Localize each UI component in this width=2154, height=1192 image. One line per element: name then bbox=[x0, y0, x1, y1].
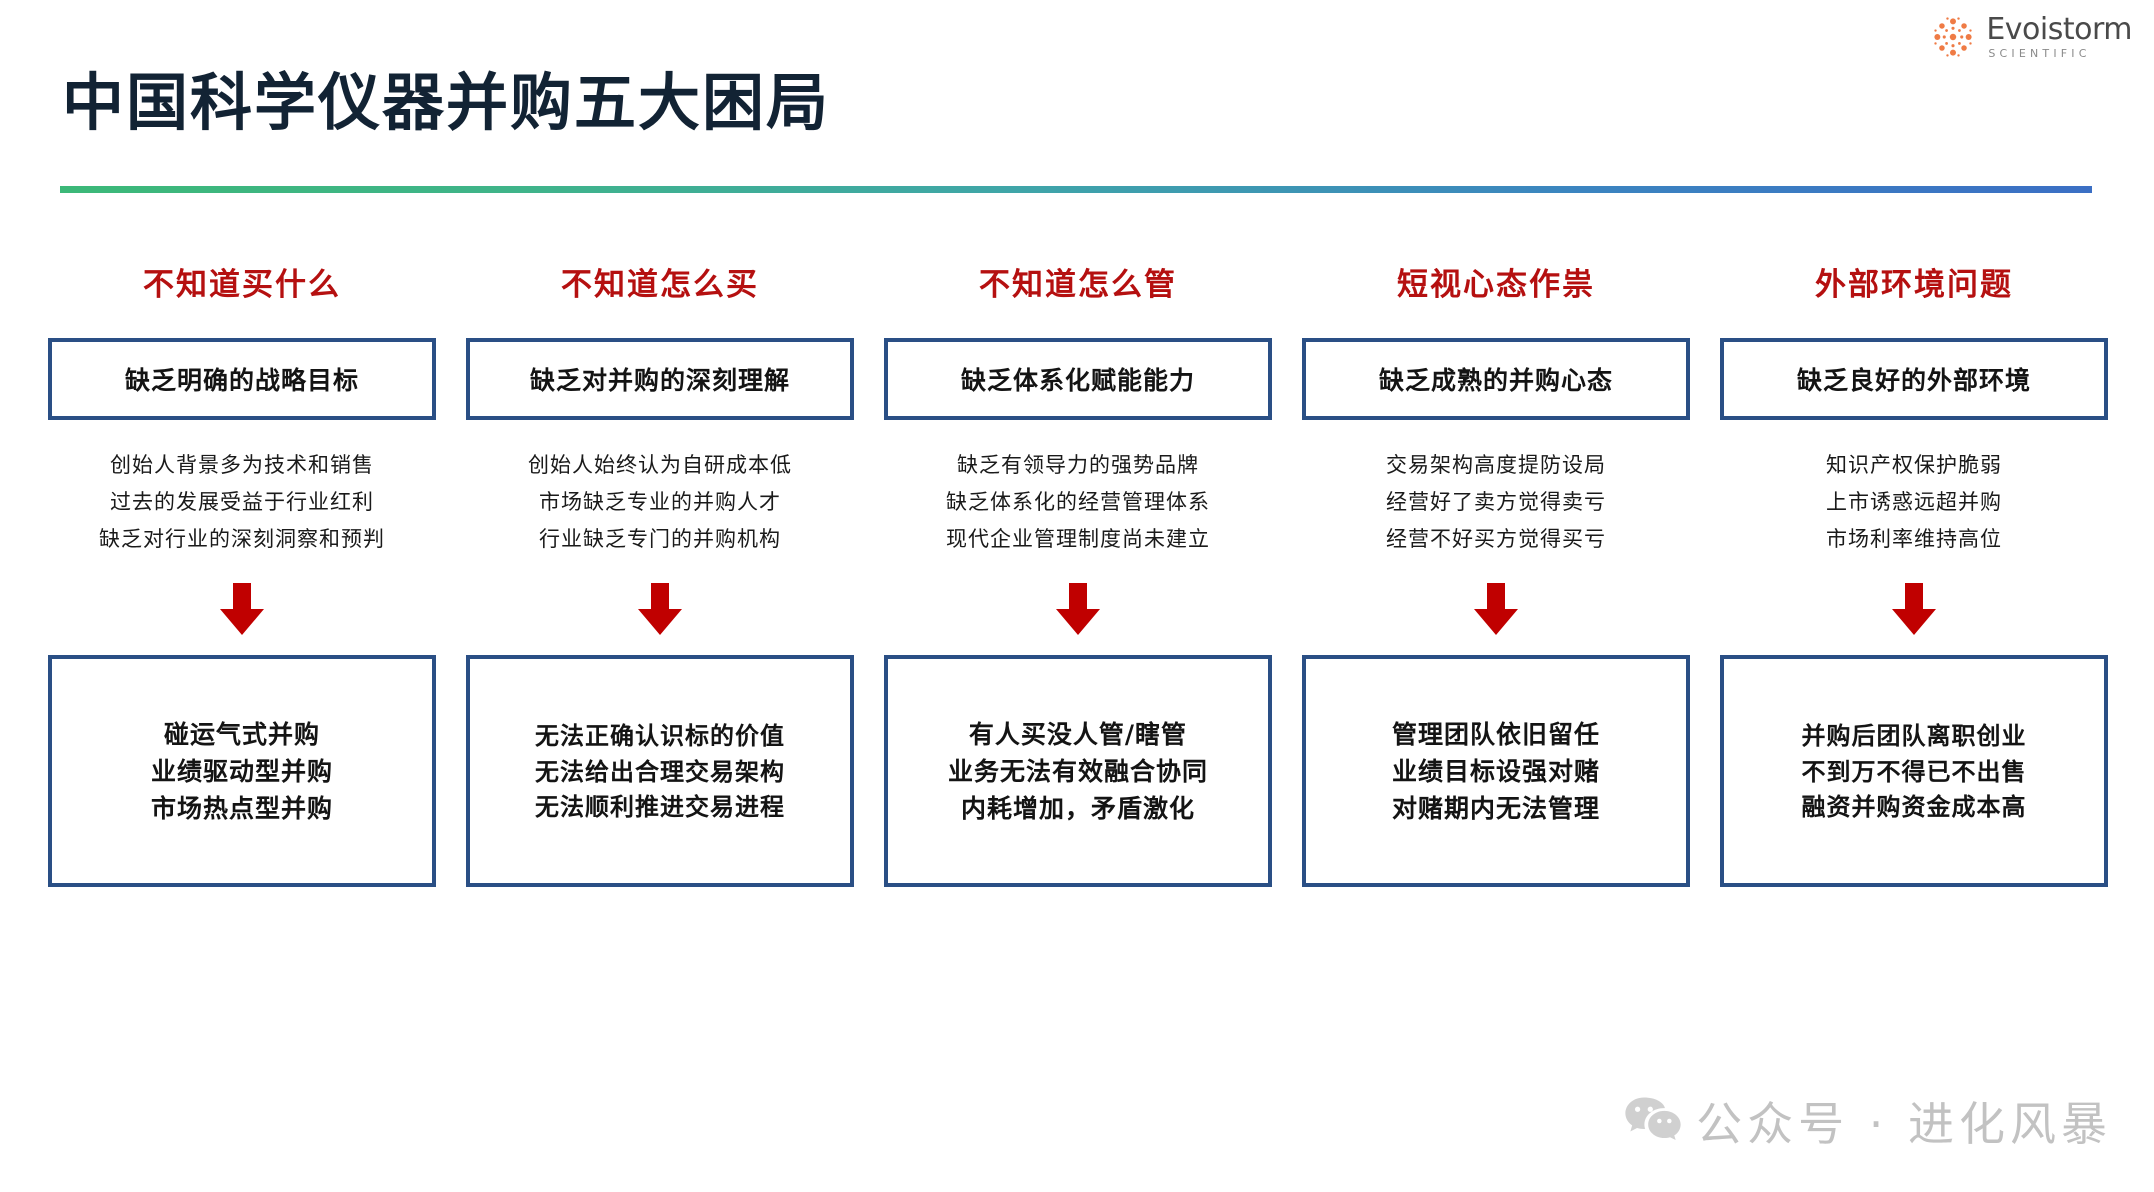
result-line: 有人买没人管/瞎管 bbox=[968, 719, 1188, 749]
detail-list-4: 交易架构高度提防设局 经营好了卖方觉得卖亏 经营不好买方觉得买亏 bbox=[1302, 453, 1690, 552]
watermark-text: 公众号 · 进化风暴 bbox=[1696, 1097, 2112, 1151]
detail-item: 知识产权保护脆弱 bbox=[1826, 453, 2002, 477]
detail-list-3: 缺乏有领导力的强势品牌 缺乏体系化的经营管理体系 现代企业管理制度尚未建立 bbox=[884, 453, 1272, 552]
dilemma-column-3: 不知道怎么管 缺乏体系化赋能能力 缺乏有领导力的强势品牌 缺乏体系化的经营管理体… bbox=[884, 262, 1272, 888]
down-arrow-icon bbox=[1474, 583, 1518, 636]
cause-box-4: 缺乏成熟的并购心态 bbox=[1302, 338, 1690, 420]
result-line: 融资并购资金成本高 bbox=[1801, 792, 2027, 822]
detail-item: 市场缺乏专业的并购人才 bbox=[539, 490, 781, 515]
column-header-5: 外部环境问题 bbox=[1815, 267, 2013, 303]
brand-tagline: SCIENTIFIC bbox=[1988, 47, 2091, 60]
detail-item: 市场利率维持高位 bbox=[1826, 527, 2002, 552]
cause-box-3: 缺乏体系化赋能能力 bbox=[884, 338, 1272, 420]
cause-label-5: 缺乏良好的外部环境 bbox=[1796, 366, 2031, 395]
cause-label-3: 缺乏体系化赋能能力 bbox=[960, 366, 1195, 395]
result-line: 管理团队依旧留任 bbox=[1391, 719, 1600, 749]
cause-box-2: 缺乏对并购的深刻理解 bbox=[466, 338, 854, 420]
wechat-icon bbox=[1625, 1097, 1681, 1141]
detail-list-2: 创始人始终认为自研成本低 市场缺乏专业的并购人才 行业缺乏专门的并购机构 bbox=[466, 453, 854, 552]
down-arrow-icon bbox=[638, 583, 682, 636]
detail-list-1: 创始人背景多为技术和销售 过去的发展受益于行业红利 缺乏对行业的深刻洞察和预判 bbox=[48, 453, 436, 552]
detail-item: 创始人背景多为技术和销售 bbox=[110, 453, 374, 477]
column-header-4: 短视心态作祟 bbox=[1397, 267, 1595, 303]
detail-item: 缺乏对行业的深刻洞察和预判 bbox=[99, 527, 385, 552]
result-line: 并购后团队离职创业 bbox=[1801, 721, 2027, 750]
result-line: 无法正确认识标的价值 bbox=[535, 721, 785, 750]
column-header-1: 不知道买什么 bbox=[143, 267, 341, 303]
detail-item: 经营不好买方觉得买亏 bbox=[1386, 527, 1606, 552]
result-line: 业务无法有效融合协同 bbox=[947, 756, 1208, 786]
cause-label-2: 缺乏对并购的深刻理解 bbox=[529, 366, 790, 395]
cause-label-4: 缺乏成熟的并购心态 bbox=[1378, 366, 1613, 395]
detail-item: 过去的发展受益于行业红利 bbox=[110, 490, 374, 515]
cause-box-1: 缺乏明确的战略目标 bbox=[48, 338, 436, 420]
result-line: 碰运气式并购 bbox=[163, 719, 320, 749]
result-line: 市场热点型并购 bbox=[150, 793, 333, 823]
detail-item: 创始人始终认为自研成本低 bbox=[528, 453, 792, 477]
dilemma-column-5: 外部环境问题 缺乏良好的外部环境 知识产权保护脆弱 上市诱惑远超并购 市场利率维… bbox=[1720, 262, 2108, 888]
brand-name: Evoistorm bbox=[1986, 12, 2132, 47]
evoistorm-burst-icon bbox=[1934, 17, 1972, 57]
detail-item: 交易架构高度提防设局 bbox=[1386, 453, 1606, 477]
result-box-4: 管理团队依旧留任 业绩目标设强对赌 对赌期内无法管理 bbox=[1302, 655, 1690, 888]
result-line: 无法顺利推进交易进程 bbox=[535, 792, 785, 822]
detail-item: 经营好了卖方觉得卖亏 bbox=[1386, 490, 1606, 515]
cause-label-1: 缺乏明确的战略目标 bbox=[124, 366, 359, 395]
result-line: 内耗增加，矛盾激化 bbox=[960, 793, 1195, 823]
dilemma-column-2: 不知道怎么买 缺乏对并购的深刻理解 创始人始终认为自研成本低 市场缺乏专业的并购… bbox=[466, 262, 854, 888]
result-line: 业绩驱动型并购 bbox=[150, 756, 333, 786]
down-arrow-icon bbox=[1892, 583, 1936, 636]
cause-box-5: 缺乏良好的外部环境 bbox=[1720, 338, 2108, 420]
result-line: 对赌期内无法管理 bbox=[1391, 793, 1600, 823]
down-arrow-icon bbox=[220, 583, 264, 636]
detail-list-5: 知识产权保护脆弱 上市诱惑远超并购 市场利率维持高位 bbox=[1720, 453, 2108, 552]
detail-item: 缺乏有领导力的强势品牌 bbox=[957, 453, 1199, 477]
detail-item: 缺乏体系化的经营管理体系 bbox=[946, 490, 1210, 515]
detail-item: 行业缺乏专门的并购机构 bbox=[539, 527, 781, 552]
five-dilemmas-grid: 不知道买什么 缺乏明确的战略目标 创始人背景多为技术和销售 过去的发展受益于行业… bbox=[48, 262, 2108, 888]
brand-logo: Evoistorm SCIENTIFIC bbox=[1930, 14, 2132, 60]
dilemma-column-1: 不知道买什么 缺乏明确的战略目标 创始人背景多为技术和销售 过去的发展受益于行业… bbox=[48, 262, 436, 888]
column-header-2: 不知道怎么买 bbox=[561, 267, 759, 303]
result-line: 业绩目标设强对赌 bbox=[1391, 756, 1600, 786]
page-title: 中国科学仪器并购五大困局 bbox=[62, 66, 831, 139]
detail-item: 现代企业管理制度尚未建立 bbox=[946, 527, 1210, 552]
down-arrow-icon bbox=[1056, 583, 1100, 636]
result-box-5: 并购后团队离职创业 不到万不得已不出售 融资并购资金成本高 bbox=[1720, 655, 2108, 888]
result-line: 无法给出合理交易架构 bbox=[535, 756, 785, 786]
detail-item: 上市诱惑远超并购 bbox=[1826, 490, 2002, 515]
result-box-1: 碰运气式并购 业绩驱动型并购 市场热点型并购 bbox=[48, 655, 436, 888]
result-box-3: 有人买没人管/瞎管 业务无法有效融合协同 内耗增加，矛盾激化 bbox=[884, 655, 1272, 888]
column-header-3: 不知道怎么管 bbox=[979, 267, 1177, 303]
watermark: 公众号 · 进化风暴 bbox=[1624, 1088, 2112, 1154]
result-line: 不到万不得已不出售 bbox=[1801, 756, 2027, 786]
result-box-2: 无法正确认识标的价值 无法给出合理交易架构 无法顺利推进交易进程 bbox=[466, 655, 854, 888]
dilemma-column-4: 短视心态作祟 缺乏成熟的并购心态 交易架构高度提防设局 经营好了卖方觉得卖亏 经… bbox=[1302, 262, 1690, 888]
title-divider bbox=[60, 186, 2092, 193]
